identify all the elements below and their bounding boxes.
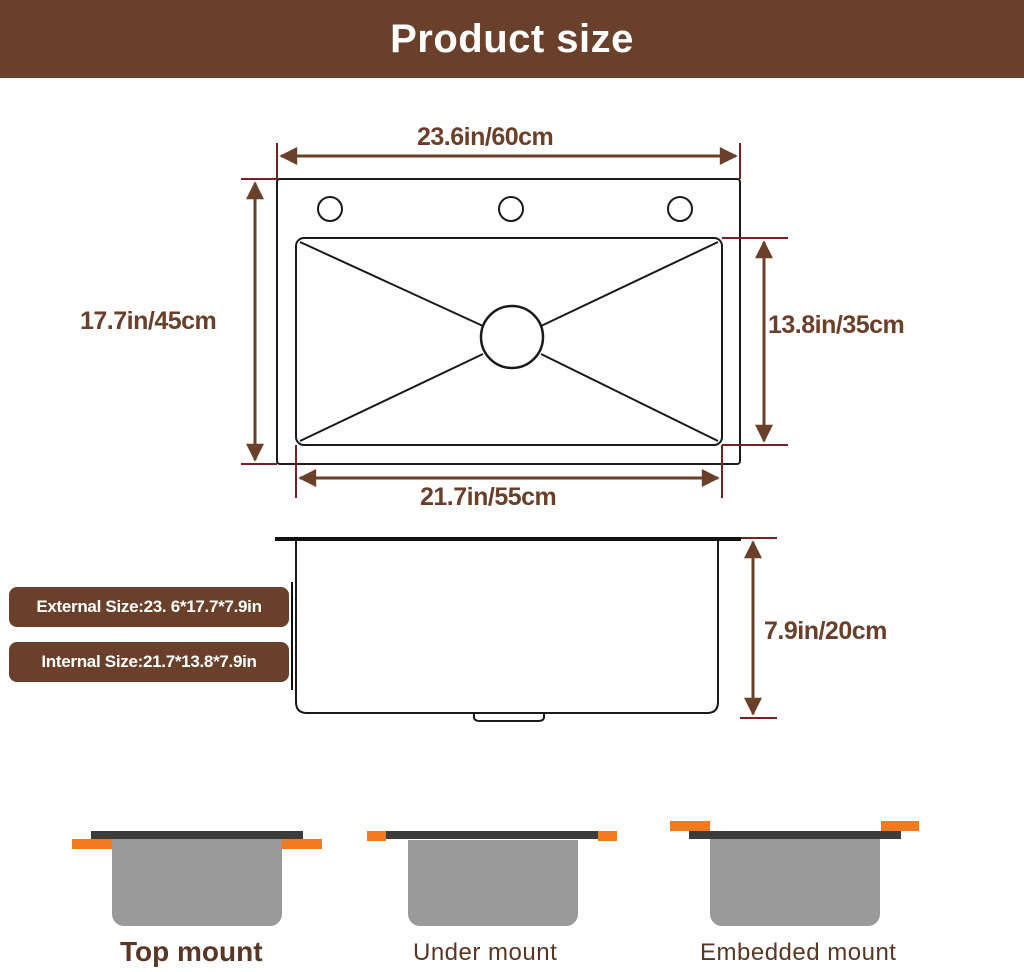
- dimension-height: [740, 537, 777, 719]
- page-title: Product size: [390, 16, 634, 61]
- under-mount-diagram: [367, 831, 617, 926]
- under-mount-label: Under mount: [413, 939, 558, 966]
- dimension-bowl-width: [295, 445, 723, 498]
- faucet-hole-icon: [667, 196, 693, 222]
- internal-size-text: Internal Size:21.7*13.8*7.9in: [41, 652, 257, 671]
- bowl-depth-label: 13.8in/35cm: [768, 311, 905, 339]
- external-size-badge: External Size:23. 6*17.7*7.9in: [9, 587, 289, 627]
- side-view: [275, 537, 741, 722]
- internal-size-badge: Internal Size:21.7*13.8*7.9in: [9, 642, 289, 682]
- top-mount-diagram: [72, 831, 322, 926]
- drain-icon: [479, 304, 545, 370]
- bowl-width-label: 21.7in/55cm: [420, 483, 557, 511]
- overall-width-label: 23.6in/60cm: [417, 123, 554, 151]
- embedded-mount-diagram: [670, 821, 919, 926]
- dimension-overall-depth: [241, 178, 277, 465]
- faucet-hole-icon: [317, 196, 343, 222]
- dimension-overall-width: [276, 143, 741, 179]
- top-view: [276, 178, 741, 465]
- faucet-hole-icon: [498, 196, 524, 222]
- height-label: 7.9in/20cm: [764, 617, 887, 645]
- overall-depth-label: 17.7in/45cm: [80, 307, 217, 335]
- embedded-mount-label: Embedded mount: [700, 939, 897, 966]
- external-size-text: External Size:23. 6*17.7*7.9in: [36, 597, 262, 616]
- dimension-bowl-depth: [722, 237, 788, 446]
- header-banner: Product size: [0, 0, 1024, 78]
- top-mount-label: Top mount: [120, 936, 263, 967]
